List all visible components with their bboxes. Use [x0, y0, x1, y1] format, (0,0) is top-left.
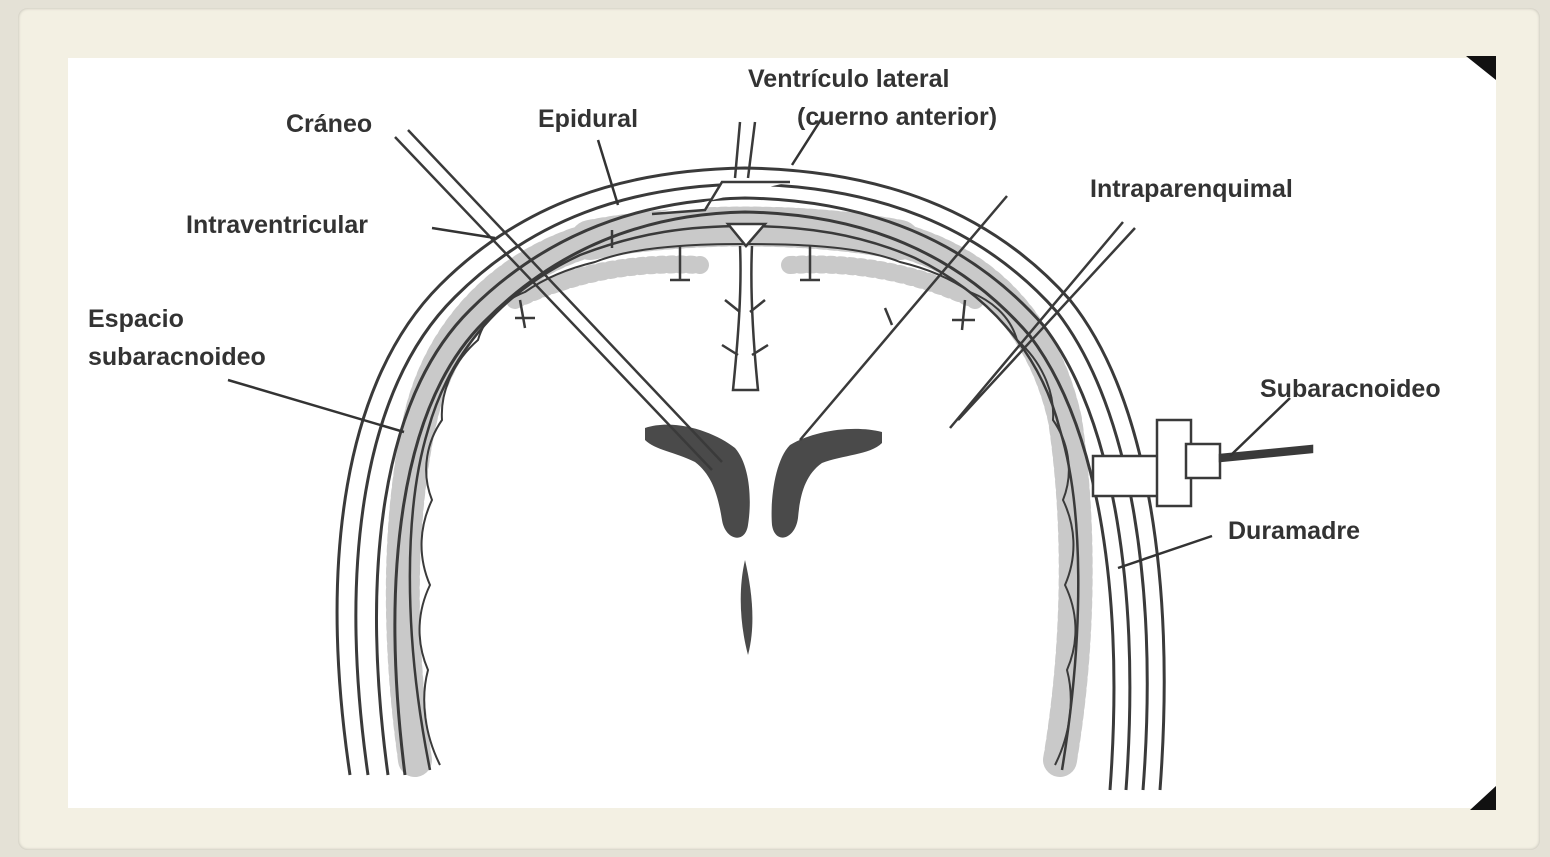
- right-lateral-ventricle: [772, 429, 882, 538]
- label-intraparenquimal: Intraparenquimal: [1090, 170, 1293, 208]
- label-duramadre: Duramadre: [1228, 512, 1360, 550]
- label-espacio-line1: Espacio: [88, 300, 184, 338]
- label-espacio-line2: subaracnoideo: [88, 338, 266, 376]
- third-ventricle: [741, 560, 753, 655]
- label-epidural: Epidural: [538, 100, 638, 138]
- label-ventriculo-lateral-line1: Ventrículo lateral: [748, 60, 949, 98]
- label-subaracnoideo: Subaracnoideo: [1260, 370, 1441, 408]
- label-intraventricular: Intraventricular: [186, 206, 368, 244]
- corner-mark-top-right: [1466, 56, 1496, 80]
- corner-mark-bottom-right: [1470, 786, 1496, 810]
- falx-cerebri: [722, 224, 768, 390]
- label-ventriculo-lateral-line2: (cuerno anterior): [797, 98, 997, 136]
- label-craneo: Cráneo: [286, 105, 372, 143]
- left-lateral-ventricle: [645, 425, 750, 538]
- subarachnoid-bolt: [1093, 420, 1312, 506]
- intraventricular-catheter: [395, 130, 722, 470]
- lateral-ventricles: [645, 425, 882, 655]
